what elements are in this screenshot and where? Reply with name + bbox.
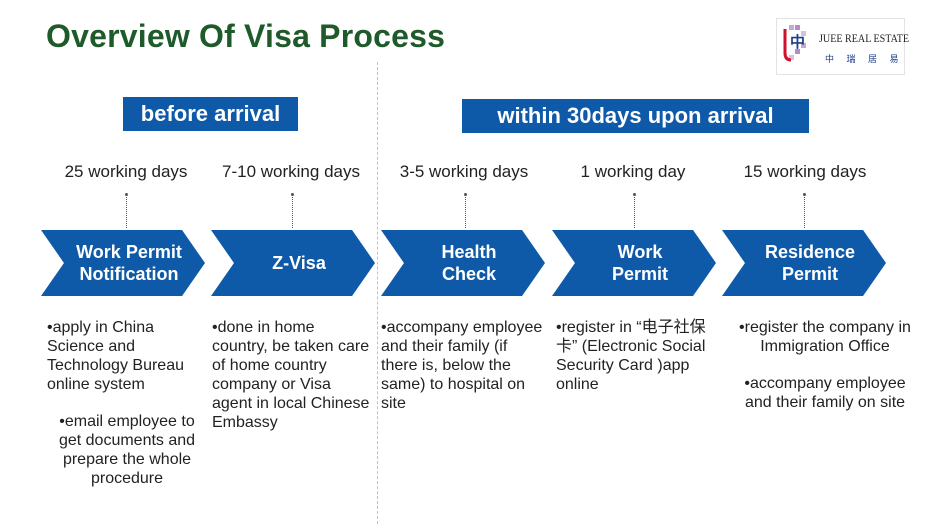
connector-line [291, 193, 294, 228]
phase-before-arrival: before arrival [123, 97, 298, 131]
bullet-item: •done in home country, be taken care of … [212, 319, 370, 431]
step-label-line: Residence [764, 242, 856, 262]
connector-line [125, 193, 128, 228]
step-label-line: Work [617, 242, 663, 262]
step-duration: 15 working days [743, 162, 867, 181]
logo-mark-text: 中 [790, 33, 805, 51]
step-chevron-z-visa: Z-Visa [211, 230, 375, 296]
step-label-line: Work Permit [76, 242, 182, 262]
step-chevron-residence-permit: Residence Permit [722, 230, 886, 296]
step-description: •register in “电子社保卡” (Electronic Social … [556, 318, 716, 412]
bullet-item: •email employee to get documents and pre… [58, 413, 196, 487]
logo-name: JUEE REAL ESTATE [819, 31, 910, 45]
step-description: •register the company in Immigration Off… [734, 318, 916, 430]
connector-line [464, 193, 467, 228]
logo-subtitle: 中 瑞 居 易 [825, 54, 904, 64]
step-label-line: Notification [79, 264, 179, 284]
bullet-item: •apply in China Science and Technology B… [47, 319, 184, 393]
step-chevron-work-permit: Work Permit [552, 230, 716, 296]
bullet-item: •register the company in Immigration Off… [739, 319, 911, 355]
logo-mark-icon: 中 [783, 25, 806, 62]
step-label-line: Check [441, 264, 496, 284]
phase-after-arrival: within 30days upon arrival [462, 99, 809, 133]
bullet-item: •accompany employee and their family on … [744, 375, 906, 411]
bullet-item: •register in “电子社保卡” (Electronic Social … [556, 319, 706, 393]
step-label-line: Z-Visa [272, 253, 326, 273]
step-duration: 1 working day [580, 162, 686, 181]
step-duration: 25 working days [64, 162, 188, 181]
step-description: •done in home country, be taken care of … [212, 318, 372, 450]
phase-divider [377, 62, 378, 524]
company-logo: 中 JUEE REAL ESTATE 中 瑞 居 易 [776, 18, 909, 75]
connector-line [633, 193, 636, 228]
bullet-item: •accompany employee and their family (if… [381, 319, 543, 412]
step-label-line: Permit [781, 264, 838, 284]
step-label-line: Permit [611, 264, 669, 284]
step-label-line: Health [441, 242, 497, 262]
step-duration: 3-5 working days [399, 162, 529, 181]
step-chevron-health-check: Health Check [381, 230, 545, 296]
page-title: Overview Of Visa Process [46, 18, 446, 54]
step-description: •apply in China Science and Technology B… [47, 318, 207, 506]
step-description: •accompany employee and their family (if… [381, 318, 543, 431]
step-chevron-work-permit-notification: Work Permit Notification [41, 230, 205, 296]
connector-line [803, 193, 806, 228]
step-duration: 7-10 working days [222, 162, 360, 181]
